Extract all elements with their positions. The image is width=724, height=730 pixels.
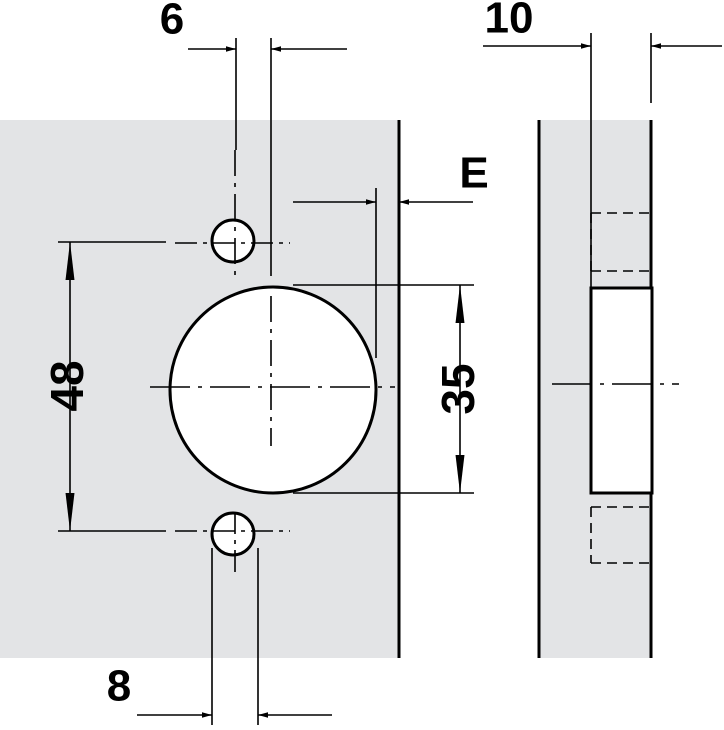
side-view: 10: [483, 0, 722, 658]
dim-label-8: 8: [107, 662, 131, 711]
upper-screw-hole: [210, 218, 256, 264]
dimension-arrows: [65, 46, 473, 718]
front-view: 6 E 48 35 8: [0, 0, 489, 725]
dim-label-48: 48: [41, 360, 93, 411]
dim-label-35: 35: [432, 363, 484, 414]
dim-label-10: 10: [485, 0, 534, 43]
dim-label-6: 6: [160, 0, 184, 44]
dim-label-e: E: [459, 149, 488, 198]
lower-screw-hole: [210, 511, 256, 557]
cup-hole: [168, 285, 378, 495]
extension-lines: [58, 38, 474, 725]
center-lines: [150, 150, 395, 575]
cup-recess: [589, 286, 654, 495]
